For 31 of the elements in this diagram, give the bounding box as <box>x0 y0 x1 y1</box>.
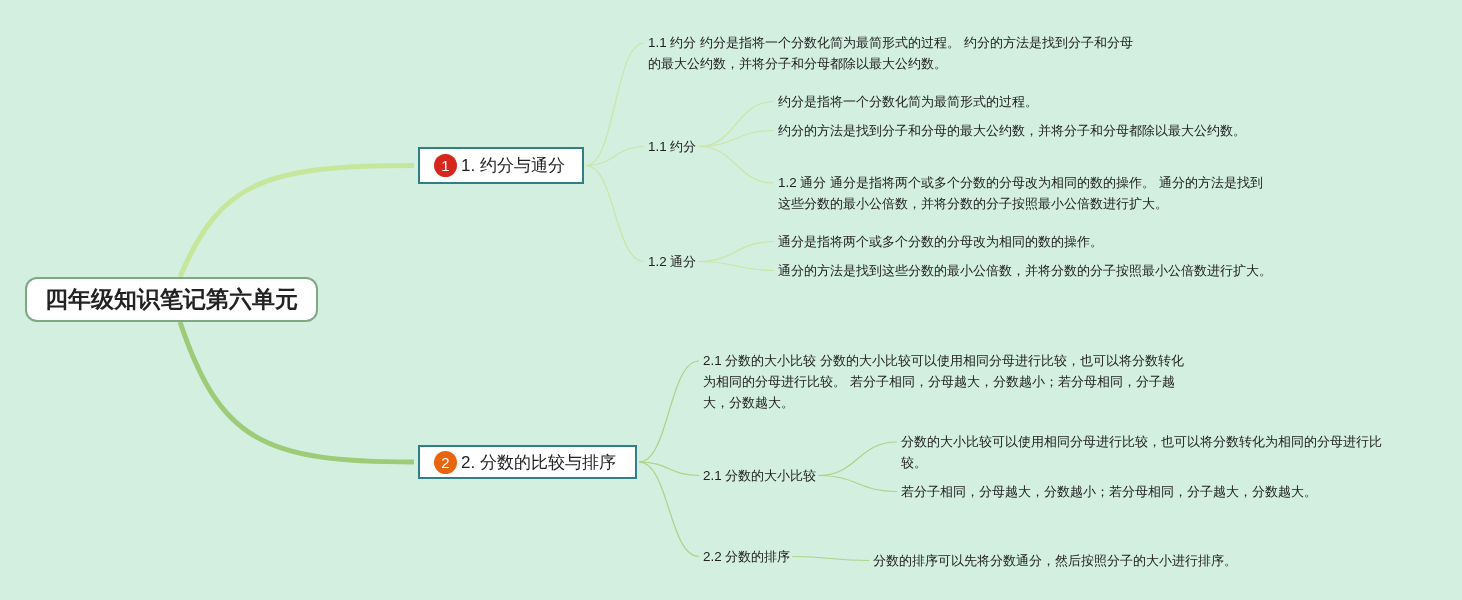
note-text: 分数的排序可以先将分数通分，然后按照分子的大小进行排序。 <box>873 550 1293 571</box>
branch-line <box>697 260 775 272</box>
branch-line <box>791 555 870 562</box>
topic-box <box>418 147 584 184</box>
note-text: 约分是指将一个分数化简为最简形式的过程。 <box>778 91 1278 112</box>
topic-label: 1. 约分与通分 <box>461 155 565 177</box>
number-badge: 1 <box>434 154 457 177</box>
branch-line <box>638 461 700 477</box>
note-text: 1.2 通分 通分是指将两个或多个分数的分母改为相同的数的操作。 通分的方法是找到这些分数的最小公倍数，并将分数的分子按照最小公倍数进行扩大。 <box>778 172 1273 214</box>
note-text: 2.1 分数的大小比较 分数的大小比较可以使用相同分母进行比较，也可以将分数转化为相同的分母进行比较。 若分子相同，分母越大，分数越小；若分母相同，分子越大，分数越大。 <box>703 350 1195 413</box>
subtopic-label: 1.1 约分 <box>648 136 697 157</box>
branch-line <box>638 461 700 558</box>
subtopic-label: 2.2 分数的排序 <box>703 546 791 567</box>
branch-line <box>697 145 775 184</box>
branch-line <box>177 163 415 279</box>
branch-line <box>585 42 645 167</box>
note-text: 通分的方法是找到这些分数的最小公倍数，并将分数的分子按照最小公倍数进行扩大。 <box>778 260 1273 281</box>
subtopic-label: 1.2 通分 <box>648 251 697 272</box>
branch-line <box>177 321 415 465</box>
number-badge: 2 <box>434 450 457 474</box>
note-text: 分数的大小比较可以使用相同分母进行比较，也可以将分数转化为相同的分母进行比较。 <box>901 431 1401 473</box>
branch-line <box>585 164 645 263</box>
branch-line <box>817 474 898 493</box>
subtopic-label: 2.1 分数的大小比较 <box>703 465 817 486</box>
central-topic-box: 四年级知识笔记第六单元 <box>25 277 318 322</box>
note-text: 1.1 约分 约分是指将一个分数化简为最简形式的过程。 约分的方法是找到分子和分母的最大公约数，并将分子和分母都除以最大公约数。 <box>648 32 1143 74</box>
topic-label: 2. 分数的比较与排序 <box>461 451 616 474</box>
note-text: 若分子相同，分母越大，分数越小；若分母相同，分子越大，分数越大。 <box>901 481 1401 502</box>
note-text: 约分的方法是找到分子和分母的最大公约数，并将分子和分母都除以最大公约数。 <box>778 120 1264 141</box>
note-text: 通分是指将两个或多个分数的分母改为相同的数的操作。 <box>778 231 1278 252</box>
topic-box <box>418 445 637 479</box>
